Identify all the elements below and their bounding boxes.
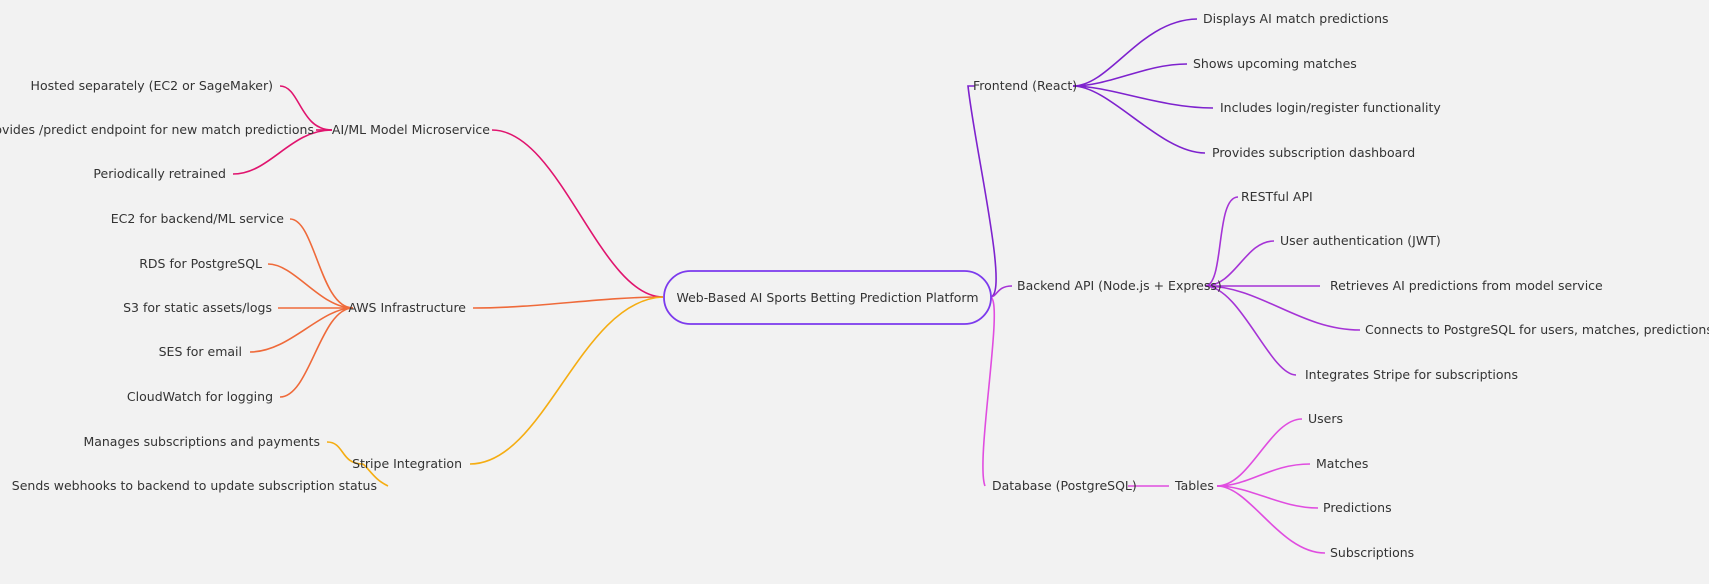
- edge-tables-1: [1216, 463, 1311, 487]
- edge-backend-4: [1204, 285, 1297, 376]
- branch-aws-label[interactable]: AWS Infrastructure: [348, 300, 466, 315]
- edge-root-frontend: [967, 85, 997, 298]
- backend-leaf[interactable]: Retrieves AI predictions from model serv…: [1330, 278, 1603, 293]
- ml-leaf[interactable]: Hosted separately (EC2 or SageMaker): [31, 78, 273, 93]
- stripe-leaf[interactable]: Sends webhooks to backend to update subs…: [12, 478, 377, 493]
- edge-frontend-3: [1072, 85, 1206, 154]
- root-label: Web-Based AI Sports Betting Prediction P…: [676, 290, 978, 305]
- edge-stripe-1: [362, 463, 389, 487]
- table-leaf[interactable]: Predictions: [1323, 500, 1392, 515]
- table-leaf[interactable]: Matches: [1316, 456, 1368, 471]
- frontend-leaf[interactable]: Provides subscription dashboard: [1212, 145, 1415, 160]
- ml-leaf[interactable]: Periodically retrained: [93, 166, 226, 181]
- backend-leaf[interactable]: User authentication (JWT): [1280, 233, 1441, 248]
- frontend-leaf[interactable]: Shows upcoming matches: [1193, 56, 1357, 71]
- aws-leaf[interactable]: S3 for static assets/logs: [123, 300, 272, 315]
- branch-stripe-label[interactable]: Stripe Integration: [352, 456, 462, 471]
- frontend-leaf[interactable]: Displays AI match predictions: [1203, 11, 1389, 26]
- aws-leaf[interactable]: RDS for PostgreSQL: [139, 256, 262, 271]
- edge-root-backend: [989, 285, 1013, 298]
- edge-ml-0: [279, 85, 333, 131]
- table-leaf[interactable]: Subscriptions: [1330, 545, 1414, 560]
- edge-root-ml: [491, 129, 664, 298]
- edge-aws-0: [289, 218, 354, 309]
- backend-leaf[interactable]: Connects to PostgreSQL for users, matche…: [1365, 322, 1709, 337]
- branch-ml-label[interactable]: AI/ML Model Microservice: [332, 122, 490, 137]
- edge-root-aws: [472, 296, 664, 309]
- ml-leaf[interactable]: Provides /predict endpoint for new match…: [0, 122, 314, 137]
- aws-leaf[interactable]: SES for email: [159, 344, 242, 359]
- edge-backend-3: [1204, 285, 1361, 331]
- edge-frontend-2: [1072, 85, 1214, 109]
- backend-leaf[interactable]: Integrates Stripe for subscriptions: [1305, 367, 1518, 382]
- frontend-leaf[interactable]: Includes login/register functionality: [1220, 100, 1441, 115]
- stripe-leaf[interactable]: Manages subscriptions and payments: [83, 434, 320, 449]
- edge-root-stripe: [469, 296, 664, 465]
- edge-tables-2: [1216, 485, 1319, 509]
- edge-aws-3: [249, 307, 354, 353]
- database-tables-label[interactable]: Tables: [1174, 478, 1214, 493]
- backend-leaf[interactable]: RESTful API: [1241, 189, 1313, 204]
- branch-frontend-label[interactable]: Frontend (React): [973, 78, 1077, 93]
- edge-tables-0: [1216, 418, 1303, 487]
- branch-database-label[interactable]: Database (PostgreSQL): [992, 478, 1137, 493]
- edge-stripe-0: [326, 441, 364, 465]
- branch-backend-label[interactable]: Backend API (Node.js + Express): [1017, 278, 1222, 293]
- edge-frontend-0: [1072, 18, 1198, 87]
- aws-leaf[interactable]: CloudWatch for logging: [127, 389, 273, 404]
- edge-root-database: [982, 296, 996, 487]
- root-node-border: [663, 270, 992, 325]
- edge-aws-1: [267, 263, 354, 309]
- edge-tables-3: [1216, 485, 1326, 554]
- edge-backend-0: [1204, 196, 1239, 287]
- table-leaf[interactable]: Users: [1308, 411, 1343, 426]
- edge-backend-1: [1204, 240, 1275, 287]
- edge-aws-4: [279, 307, 354, 398]
- root-node[interactable]: Web-Based AI Sports Betting Prediction P…: [663, 270, 992, 325]
- edge-frontend-1: [1072, 63, 1188, 87]
- edge-ml-2: [232, 129, 333, 175]
- aws-leaf[interactable]: EC2 for backend/ML service: [111, 211, 285, 226]
